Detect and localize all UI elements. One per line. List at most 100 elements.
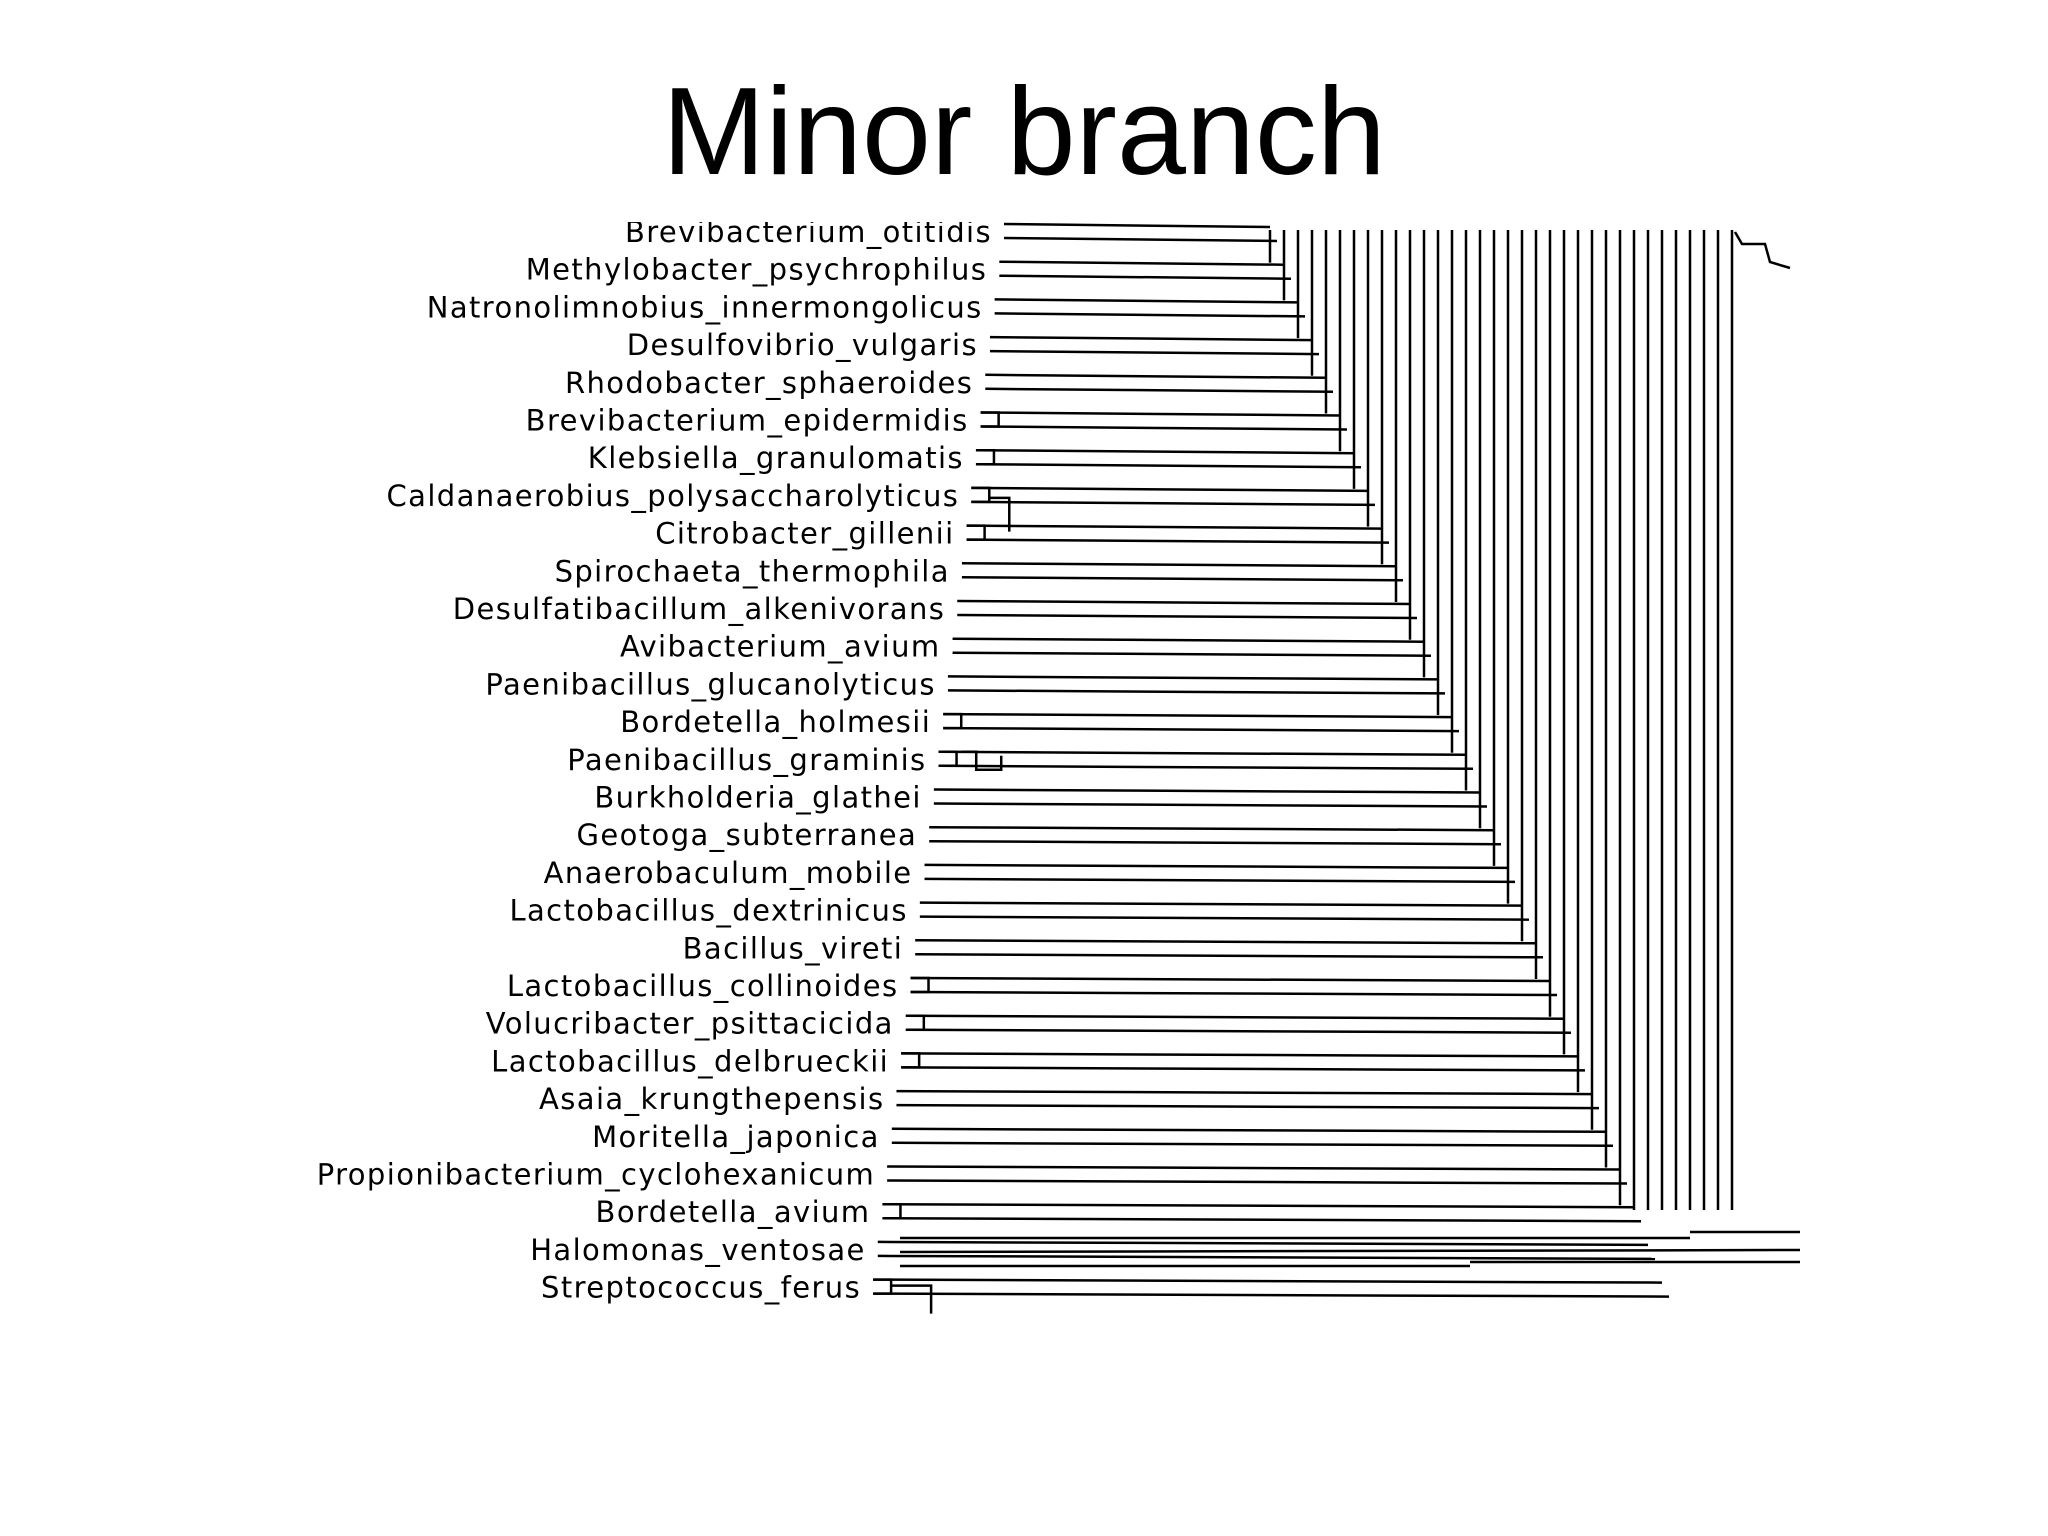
taxon-label: Avibacterium_avium xyxy=(620,630,941,664)
taxon-label: Brevibacterium_epidermidis xyxy=(526,404,969,438)
taxon-label: Klebsiella_granulomatis xyxy=(588,441,964,475)
taxon-label: Moritella_japonica xyxy=(592,1120,880,1154)
taxon-label: Methylobacter_psychrophilus xyxy=(526,253,988,287)
taxon-label: Brevibacterium_otitidis xyxy=(625,215,992,249)
branch-line xyxy=(971,486,1369,493)
slide-title: Minor branch xyxy=(662,63,1386,201)
clade-bracket xyxy=(980,411,1000,428)
branch-line xyxy=(989,335,1313,342)
taxon-label: Caldanaerobius_polysaccharolyticus xyxy=(387,479,960,513)
branch-line xyxy=(915,939,1537,945)
branch-line xyxy=(924,863,1509,870)
clade-bracket xyxy=(938,750,958,768)
branch-line xyxy=(947,689,1446,695)
taxon-label: Streptococcus_ferus xyxy=(541,1271,861,1305)
branch-line xyxy=(980,425,1348,431)
branch-line xyxy=(961,562,1397,568)
taxon-label: Desulfatibacillum_alkenivorans xyxy=(453,592,946,626)
branch-line xyxy=(985,387,1334,394)
branch-line xyxy=(933,788,1481,794)
branch-line xyxy=(938,750,1467,757)
branch-line xyxy=(943,712,1453,719)
taxon-label: Volucribacter_psittacicida xyxy=(486,1007,894,1041)
branch-line xyxy=(924,877,1516,884)
branch-line xyxy=(994,312,1306,318)
taxon-label: Citrobacter_gillenii xyxy=(655,517,954,551)
branch-line xyxy=(910,976,1551,983)
branch-line xyxy=(929,825,1495,832)
taxon-label: Bordetella_holmesii xyxy=(620,705,931,739)
root-connector xyxy=(1733,231,1791,270)
branch-line xyxy=(957,613,1418,620)
branch-line xyxy=(910,990,1558,997)
taxon-label: Propionibacterium_cyclohexanicum xyxy=(317,1158,875,1192)
taxon-label: Anaerobaculum_mobile xyxy=(544,856,913,890)
branch-line xyxy=(980,411,1341,417)
branch-line xyxy=(899,1248,1800,1254)
branch-line xyxy=(929,839,1502,846)
taxon-label: Rhodobacter_sphaeroides xyxy=(565,366,973,400)
taxon-label: Lactobacillus_delbrueckii xyxy=(491,1044,889,1078)
branch-line xyxy=(943,726,1460,733)
taxon-label: Bordetella_avium xyxy=(596,1195,871,1229)
taxon-label: Lactobacillus_dextrinicus xyxy=(509,894,907,928)
branch-line xyxy=(919,915,1530,921)
branch-line xyxy=(985,373,1327,380)
branch-line xyxy=(989,349,1320,356)
taxon-label: Halomonas_ventosae xyxy=(530,1233,866,1267)
clade-bracket xyxy=(905,1014,926,1031)
clade-bracket xyxy=(882,1202,902,1220)
branch-line xyxy=(891,1127,1607,1134)
branch-line xyxy=(961,576,1404,582)
branch-line xyxy=(994,298,1299,304)
taxon-label: Geotoga_subterranea xyxy=(577,818,918,852)
branch-line xyxy=(873,1278,1663,1284)
clade-bracket xyxy=(961,750,1003,772)
branch-line xyxy=(896,1103,1600,1110)
branch-line xyxy=(971,500,1376,507)
taxon-label: Asaia_krungthepensis xyxy=(539,1082,884,1116)
branch-line xyxy=(952,637,1425,643)
branch-line xyxy=(999,260,1285,266)
clade-bracket xyxy=(901,1052,921,1069)
taxon-label: Natronolimnobius_innermongolicus xyxy=(427,290,983,324)
branch-line xyxy=(975,448,1355,455)
branch-line xyxy=(933,802,1488,808)
clade-bracket xyxy=(989,496,1011,532)
taxon-label: Desulfovibrio_vulgaris xyxy=(627,328,978,362)
branch-line xyxy=(919,901,1523,907)
branch-line xyxy=(877,1254,1656,1261)
branch-line xyxy=(905,1028,1572,1034)
branch-line xyxy=(957,599,1411,606)
branch-line xyxy=(882,1202,1635,1209)
branch-line xyxy=(938,764,1474,771)
branch-line xyxy=(877,1240,1649,1247)
taxon-label: Paenibacillus_glucanolyticus xyxy=(485,667,935,701)
branch-line xyxy=(966,524,1383,530)
clade-bracket xyxy=(891,1284,933,1314)
taxon-label: Spirochaeta_thermophila xyxy=(555,554,950,588)
branch-line xyxy=(887,1165,1621,1171)
branch-line xyxy=(901,1052,1579,1058)
branch-line xyxy=(1003,236,1278,243)
branch-line xyxy=(905,1014,1565,1020)
branch-line xyxy=(999,274,1292,280)
branch-line xyxy=(966,538,1390,544)
taxon-label: Paenibacillus_graminis xyxy=(567,743,926,777)
clade-bracket xyxy=(943,712,963,730)
branch-line xyxy=(891,1141,1614,1148)
branch-line xyxy=(1003,222,1271,229)
clade-bracket xyxy=(910,976,930,994)
clade-bracket xyxy=(873,1278,893,1295)
clade-bracket xyxy=(975,448,996,466)
branch-line xyxy=(873,1292,1670,1298)
branch-line xyxy=(887,1179,1628,1185)
tree-content: Brevibacterium_otitidisMethylobacter_psy… xyxy=(317,215,1800,1314)
branch-line xyxy=(882,1216,1642,1223)
branch-line xyxy=(975,462,1362,469)
branch-line xyxy=(901,1066,1586,1072)
taxon-label: Lactobacillus_collinoides xyxy=(507,969,899,1003)
taxon-label: Burkholderia_glathei xyxy=(594,781,922,815)
